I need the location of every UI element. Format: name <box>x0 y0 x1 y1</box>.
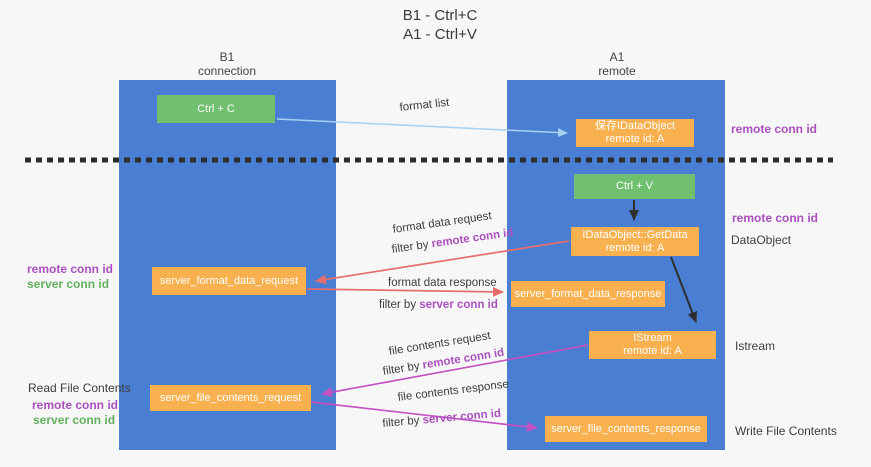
getdata-line2: remote id: A <box>605 241 665 254</box>
server-conn-id-left-label-2: server conn id <box>33 413 116 427</box>
ctrl-v-box: Ctrl + V <box>574 174 695 199</box>
istream-line1: IStream <box>633 332 672 344</box>
b1-name: B1 <box>219 50 235 64</box>
getdata-line1: IDataObject::GetData <box>582 228 688 241</box>
ctrl-c-box: Ctrl + C <box>157 95 275 123</box>
filter-by-text: filter by <box>379 299 420 311</box>
ctrl-c-label: Ctrl + C <box>197 102 235 115</box>
diagram-title: B1 - Ctrl+C A1 - Ctrl+V <box>300 6 580 44</box>
dataobject-side-label: DataObject <box>731 233 792 247</box>
filter-by-server-conn-id-label-1: filter by server conn id <box>379 299 498 311</box>
save-idataobject-line1: 保存IDataObject <box>594 120 676 132</box>
istream-box: IStream remote id: A <box>589 331 716 359</box>
save-idataobject-box: 保存IDataObject remote id: A <box>576 119 694 147</box>
format-list-label: format list <box>399 96 450 114</box>
read-file-contents-label: Read File Contents <box>28 381 131 395</box>
column-header-a1: A1 remote <box>547 50 687 78</box>
filter-by-server-conn-id-label-2: filter by server conn id <box>382 408 501 430</box>
server-format-data-request-box: server_format_data_request <box>152 267 306 295</box>
server-format-data-request-label: server_format_data_request <box>159 274 299 287</box>
title-line-1: B1 - Ctrl+C <box>402 7 478 24</box>
server-conn-id-left-label-1: server conn id <box>27 277 110 291</box>
format-data-response-arrow <box>306 286 504 297</box>
remote-conn-id-text: remote conn id <box>430 226 515 251</box>
ctrl-v-label: Ctrl + V <box>616 180 653 192</box>
istream-side-label: Istream <box>735 339 776 353</box>
server-conn-id-text: server conn id <box>422 407 502 427</box>
title-line-2: A1 - Ctrl+V <box>403 26 477 43</box>
server-file-contents-request-box: server_file_contents_request <box>150 385 311 411</box>
filter-by-text: filter by <box>382 414 424 430</box>
istream-line2: remote id: A <box>623 345 682 357</box>
server-format-data-response-label: server_format_data_response <box>514 287 662 300</box>
remote-conn-id-side-label-mid: remote conn id <box>732 211 819 225</box>
remote-conn-id-left-label-2: remote conn id <box>32 398 119 412</box>
remote-conn-id-left-label-1: remote conn id <box>27 262 114 276</box>
idataobject-getdata-box: IDataObject::GetData remote id: A <box>571 227 699 256</box>
server-file-contents-request-label: server_file_contents_request <box>159 391 302 404</box>
a1-role: remote <box>598 64 636 78</box>
format-data-response-label: format data response <box>388 277 497 289</box>
server-file-contents-response-label: server_file_contents_response <box>551 422 701 435</box>
column-header-b1: B1 connection <box>157 50 297 78</box>
filter-by-text: filter by <box>382 359 424 378</box>
save-idataobject-line2: remote id: A <box>605 133 665 145</box>
server-format-data-response-box: server_format_data_response <box>511 281 665 307</box>
b1-role: connection <box>197 64 257 78</box>
file-contents-response-label: file contents response <box>397 378 510 404</box>
filter-by-text: filter by <box>391 238 433 256</box>
remote-conn-id-side-label-top: remote conn id <box>731 122 818 136</box>
write-file-contents-label: Write File Contents <box>735 424 837 438</box>
a1-name: A1 <box>609 50 625 64</box>
server-conn-id-text: server conn id <box>419 299 498 311</box>
server-file-contents-response-box: server_file_contents_response <box>545 416 707 442</box>
